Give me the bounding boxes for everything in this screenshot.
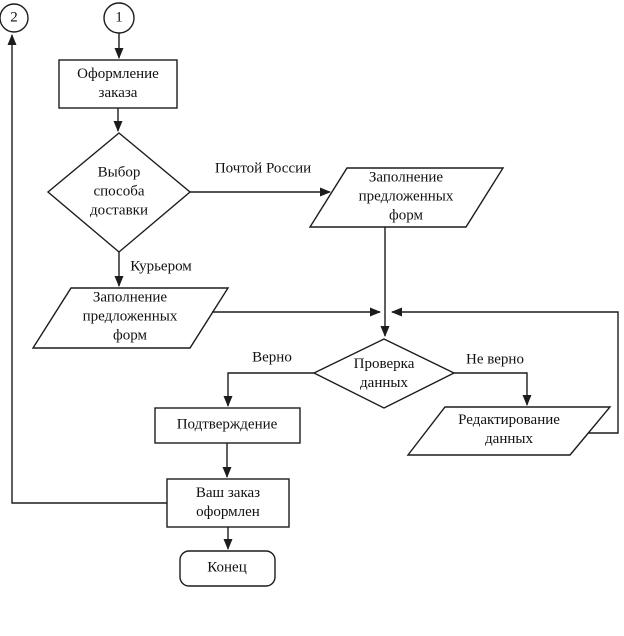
edge-label-post: Почтой России <box>214 160 312 177</box>
connector-2-label: 2 <box>10 9 18 26</box>
node-data-check-diamond <box>312 338 456 409</box>
edge-valid <box>223 372 314 407</box>
edge-feedback-loop <box>391 307 619 434</box>
post-forms-label: Заполнение предложенных форм <box>358 169 454 224</box>
node-end-box <box>179 550 276 587</box>
data-check-label: Проверка данных <box>353 356 415 391</box>
courier-forms-label: Заполнение предложенных форм <box>82 289 178 344</box>
edge-label-invalid: Не верно <box>466 351 524 368</box>
start-box-label: Оформление заказа <box>77 66 159 101</box>
order-done-label: Ваш заказ оформлен <box>195 485 261 520</box>
node-edit-data-parallelogram <box>406 406 612 456</box>
delivery-choice-label: Выбор способа доставки <box>90 164 148 219</box>
end-label: Конец <box>207 559 247 576</box>
confirmation-label: Подтверждение <box>176 416 278 433</box>
edit-data-label: Редактирование данных <box>458 412 560 447</box>
node-courier-forms-parallelogram <box>31 287 230 349</box>
edge-to-connector-2 <box>7 34 167 504</box>
edge-invalid <box>454 372 532 406</box>
connector-1-label: 1 <box>115 9 123 26</box>
edge-label-valid: Верно <box>252 349 292 366</box>
edge-label-courier: Курьером <box>130 258 192 275</box>
connector-2-circle <box>0 3 29 33</box>
node-post-forms-parallelogram <box>308 167 505 228</box>
